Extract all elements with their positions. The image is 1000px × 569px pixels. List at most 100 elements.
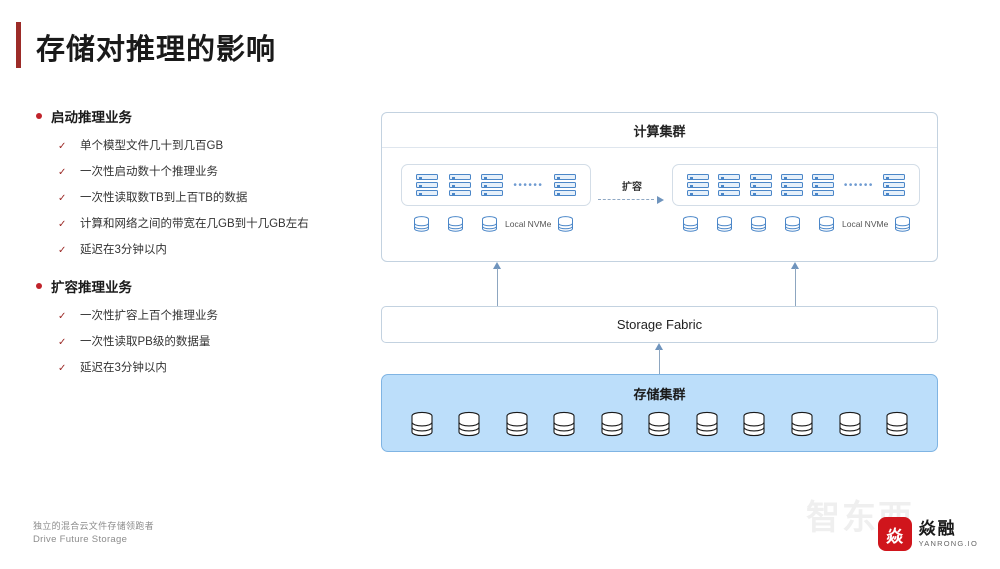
database-icon: [482, 216, 497, 232]
database-icon: [448, 216, 463, 232]
local-nvme-row-left: Local NVMe: [413, 216, 591, 232]
brand-glyph: 焱: [886, 526, 904, 546]
dashed-arrow-icon: [598, 196, 666, 204]
list-item: ✓ 一次性启动数十个推理业务: [58, 165, 336, 180]
server-icon: [883, 174, 906, 196]
server-icon: [780, 174, 803, 196]
compute-cluster-box: 计算集群 ••••••: [381, 112, 938, 262]
brand-name-en: YANRONG.IO: [918, 539, 978, 549]
bullet-heading: 启动推理业务: [36, 106, 336, 126]
database-icon: [558, 216, 574, 232]
brand-name-cn: 焱融: [918, 518, 957, 538]
footer-tagline-cn: 独立的混合云文件存储领跑者: [33, 521, 154, 532]
ellipsis-label: ••••••: [513, 179, 544, 191]
database-icon: [648, 411, 670, 437]
connector-arrow-fabric: [655, 343, 664, 374]
check-icon: ✓: [58, 167, 67, 178]
database-icon: [886, 411, 908, 437]
server-icon: [416, 174, 439, 196]
bullet-group-1: 扩容推理业务 ✓ 一次性扩容上百个推理业务 ✓ 一次性读取PB级的数据量 ✓ 延…: [36, 276, 336, 376]
local-nvme-label: Local NVMe: [842, 219, 889, 229]
check-icon: ✓: [58, 337, 67, 348]
nvme-cell: [682, 216, 716, 232]
compute-node-group-right: ••••••: [672, 164, 920, 206]
nvme-cell: [750, 216, 784, 232]
list-item: ✓ 计算和网络之间的带宽在几GB到十几GB左右: [58, 217, 336, 232]
scale-out-label: 扩容: [622, 182, 642, 193]
nvme-cell: [784, 216, 818, 232]
nvme-cell: [447, 216, 481, 232]
server-icon: [448, 174, 471, 196]
nvme-cell: [557, 216, 591, 232]
nvme-cell: [818, 216, 852, 232]
list-item: ✓ 单个模型文件几十到几百GB: [58, 139, 336, 154]
database-icon: [717, 216, 732, 232]
nvme-cell: [481, 216, 515, 232]
database-icon: [506, 411, 528, 437]
storage-cluster-box: 存储集群: [381, 374, 938, 452]
database-icon: [743, 411, 766, 437]
database-icon: [458, 411, 480, 437]
list-item: ✓ 延迟在3分钟以内: [58, 243, 336, 258]
list-item-label: 一次性扩容上百个推理业务: [80, 310, 218, 322]
list-item: ✓ 一次性读取PB级的数据量: [58, 335, 336, 350]
compute-cluster-title: 计算集群: [382, 113, 937, 148]
storage-fabric-label: Storage Fabric: [616, 317, 703, 332]
bullet-heading-label: 扩容推理业务: [51, 280, 132, 295]
architecture-diagram: 计算集群 ••••••: [381, 112, 938, 452]
database-icon: [838, 411, 861, 437]
list-item-label: 一次性读取数TB到上百TB的数据: [80, 192, 248, 204]
database-icon: [601, 411, 623, 437]
check-icon: ✓: [58, 245, 67, 256]
database-icon: [791, 411, 813, 437]
database-icon: [411, 411, 433, 437]
list-item-label: 延迟在3分钟以内: [80, 362, 167, 374]
bullet-heading: 扩容推理业务: [36, 276, 336, 296]
bullet-heading-label: 启动推理业务: [51, 110, 132, 125]
check-icon: ✓: [58, 311, 67, 322]
list-item-label: 计算和网络之间的带宽在几GB到十几GB左右: [80, 218, 309, 230]
footer-tagline: 独立的混合云文件存储领跑者 Drive Future Storage: [33, 520, 154, 547]
database-icon: [751, 216, 766, 232]
list-item: ✓ 一次性扩容上百个推理业务: [58, 309, 336, 324]
database-icon: [683, 216, 698, 232]
database-icon: [553, 411, 575, 437]
footer-tagline-en: Drive Future Storage: [33, 534, 128, 546]
list-item: ✓ 一次性读取数TB到上百TB的数据: [58, 191, 336, 206]
page-title: 存储对推理的影响: [36, 34, 277, 66]
check-icon: ✓: [58, 141, 67, 152]
bullet-group-0: 启动推理业务 ✓ 单个模型文件几十到几百GB ✓ 一次性启动数十个推理业务 ✓ …: [36, 106, 336, 258]
nvme-cell: [894, 216, 928, 232]
list-item-label: 单个模型文件几十到几百GB: [80, 140, 224, 152]
brand-text: 焱融 YANRONG.IO: [918, 518, 978, 549]
brand-mark-icon: 焱: [877, 517, 912, 551]
check-icon: ✓: [58, 363, 67, 374]
storage-fabric-box: Storage Fabric: [381, 306, 938, 343]
list-item-label: 延迟在3分钟以内: [80, 244, 167, 256]
bullet-list: 启动推理业务 ✓ 单个模型文件几十到几百GB ✓ 一次性启动数十个推理业务 ✓ …: [36, 106, 336, 394]
ellipsis-label: ••••••: [843, 179, 874, 191]
database-icon: [414, 216, 429, 232]
database-icon: [785, 216, 800, 232]
nvme-cell: [716, 216, 750, 232]
storage-node-row: [382, 403, 937, 437]
brand-logo: 焱 焱融 YANRONG.IO: [877, 517, 978, 551]
bullet-dot-icon: [36, 113, 42, 119]
list-item-label: 一次性读取PB级的数据量: [80, 336, 211, 348]
server-icon: [686, 174, 709, 196]
server-icon: [718, 174, 741, 196]
title-accent-bar: [16, 22, 21, 68]
server-icon: [749, 174, 772, 196]
list-item: ✓ 延迟在3分钟以内: [58, 361, 336, 376]
nvme-cell: [413, 216, 447, 232]
list-item-label: 一次性启动数十个推理业务: [80, 166, 218, 178]
server-icon: [480, 174, 503, 196]
server-icon: [812, 174, 835, 196]
local-nvme-row-right: Local NVMe: [682, 216, 928, 232]
check-icon: ✓: [58, 193, 67, 204]
scale-out-arrow: 扩容: [598, 178, 666, 204]
storage-cluster-title: 存储集群: [633, 387, 686, 402]
database-icon: [819, 216, 834, 232]
compute-node-group-left: ••••••: [401, 164, 591, 206]
compute-cluster-body: ••••••: [382, 148, 937, 262]
